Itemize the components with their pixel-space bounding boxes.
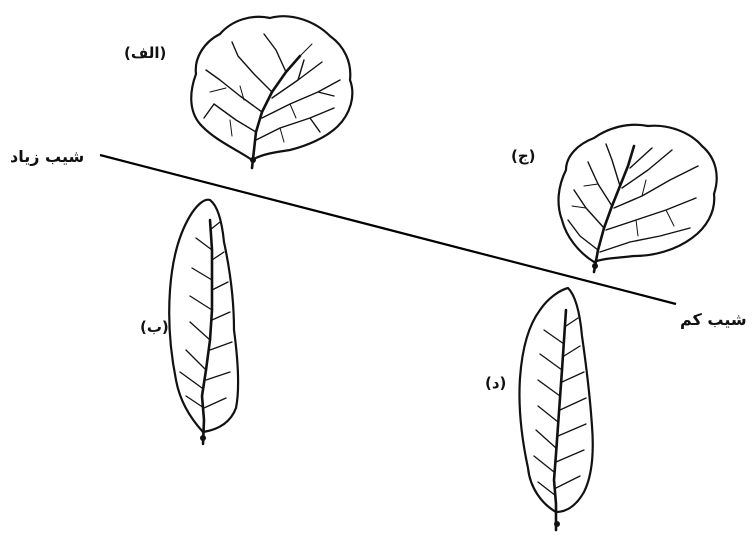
label-leaf-a: (الف) bbox=[124, 44, 166, 62]
label-leaf-b: (ب) bbox=[140, 318, 169, 336]
label-leaf-d: (د) bbox=[485, 374, 506, 392]
label-low-slope: شیب کم bbox=[680, 310, 747, 329]
leaf-d bbox=[519, 288, 592, 530]
leaf-a bbox=[191, 16, 352, 168]
leaf-c bbox=[559, 125, 717, 272]
leaf-b bbox=[169, 200, 238, 444]
label-leaf-c: (ج) bbox=[511, 147, 536, 165]
label-high-slope: شیب زیاد bbox=[10, 147, 84, 166]
